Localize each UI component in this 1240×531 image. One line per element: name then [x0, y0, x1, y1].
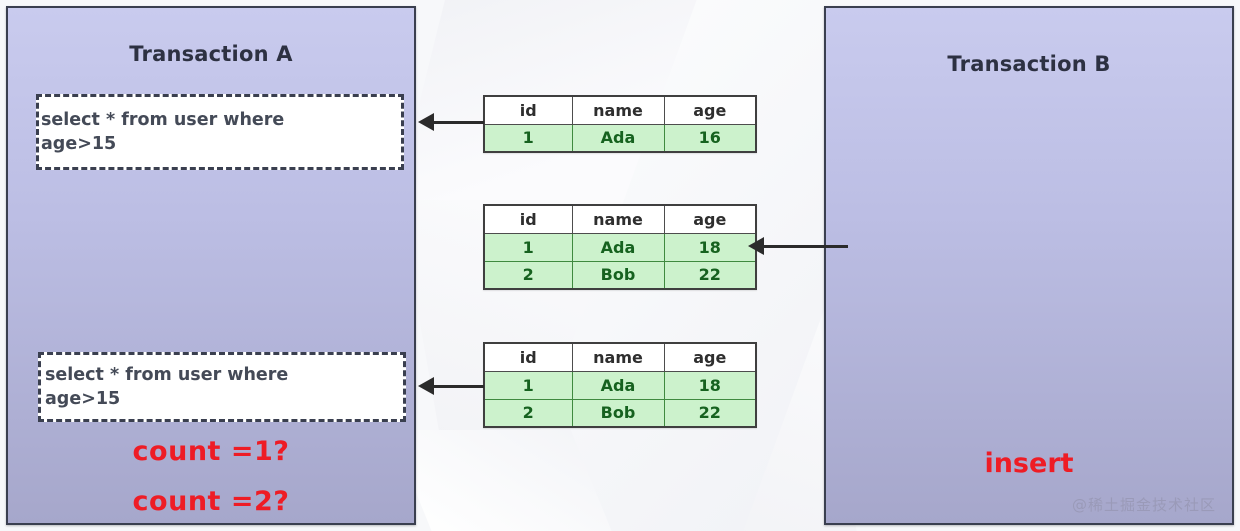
cell-id: 1 — [483, 232, 573, 262]
cell-name: Ada — [571, 123, 665, 153]
transaction-a-first-select-text: select * from user where age>15 — [41, 109, 285, 154]
transaction-a-first-select-box: select * from user where age>15 — [36, 94, 404, 170]
table-header-row: id name age — [483, 95, 757, 125]
table-row: 1 Ada 18 — [483, 232, 757, 262]
count-result-first: count =1? — [132, 436, 290, 467]
cell-id: 2 — [483, 398, 573, 428]
column-header-name: name — [571, 342, 665, 372]
transaction-b-title: Transaction B — [947, 52, 1111, 76]
transaction-b-panel: Transaction B insert into user values (2… — [824, 6, 1234, 525]
arrow-left-icon — [748, 237, 764, 255]
result-table-first-select: id name age 1 Ada 16 — [483, 95, 757, 153]
table-header-row: id name age — [483, 342, 757, 372]
table-row: 1 Ada 16 — [483, 123, 757, 153]
column-header-id: id — [483, 342, 573, 372]
cell-id: 1 — [483, 123, 573, 153]
arrow-line-second-read — [432, 385, 484, 388]
table-after-insert: id name age 1 Ada 18 2 Bob 22 — [483, 204, 757, 290]
arrow-left-icon — [418, 113, 434, 131]
result-table-second-select: id name age 1 Ada 18 2 Bob 22 — [483, 342, 757, 428]
column-header-age: age — [663, 204, 757, 234]
cell-id: 1 — [483, 370, 573, 400]
cell-age: 18 — [663, 232, 757, 262]
cell-name: Ada — [571, 370, 665, 400]
cell-age: 18 — [663, 370, 757, 400]
cell-age: 22 — [663, 398, 757, 428]
column-header-age: age — [663, 95, 757, 125]
insert-action-label: insert — [984, 448, 1074, 479]
cell-age: 16 — [663, 123, 757, 153]
transaction-a-second-select-box: select * from user where age>15 — [38, 352, 406, 422]
arrow-line-insert — [762, 245, 848, 248]
column-header-name: name — [571, 204, 665, 234]
arrow-line-first-read — [432, 121, 484, 124]
cell-name: Ada — [571, 232, 665, 262]
arrow-left-icon — [418, 377, 434, 395]
watermark-text: @稀土掘金技术社区 — [1071, 496, 1216, 514]
transaction-a-second-select-text: select * from user where age>15 — [45, 364, 289, 409]
cell-name: Bob — [571, 260, 665, 290]
table-row: 1 Ada 18 — [483, 370, 757, 400]
transaction-a-title: Transaction A — [129, 42, 293, 66]
cell-name: Bob — [571, 398, 665, 428]
column-header-id: id — [483, 204, 573, 234]
column-header-name: name — [571, 95, 665, 125]
cell-id: 2 — [483, 260, 573, 290]
table-row: 2 Bob 22 — [483, 260, 757, 290]
transaction-a-panel: Transaction A select * from user where a… — [6, 6, 416, 525]
table-header-row: id name age — [483, 204, 757, 234]
background-facet — [390, 430, 620, 531]
table-row: 2 Bob 22 — [483, 398, 757, 428]
column-header-id: id — [483, 95, 573, 125]
cell-age: 22 — [663, 260, 757, 290]
column-header-age: age — [663, 342, 757, 372]
count-result-second: count =2? — [132, 486, 290, 517]
